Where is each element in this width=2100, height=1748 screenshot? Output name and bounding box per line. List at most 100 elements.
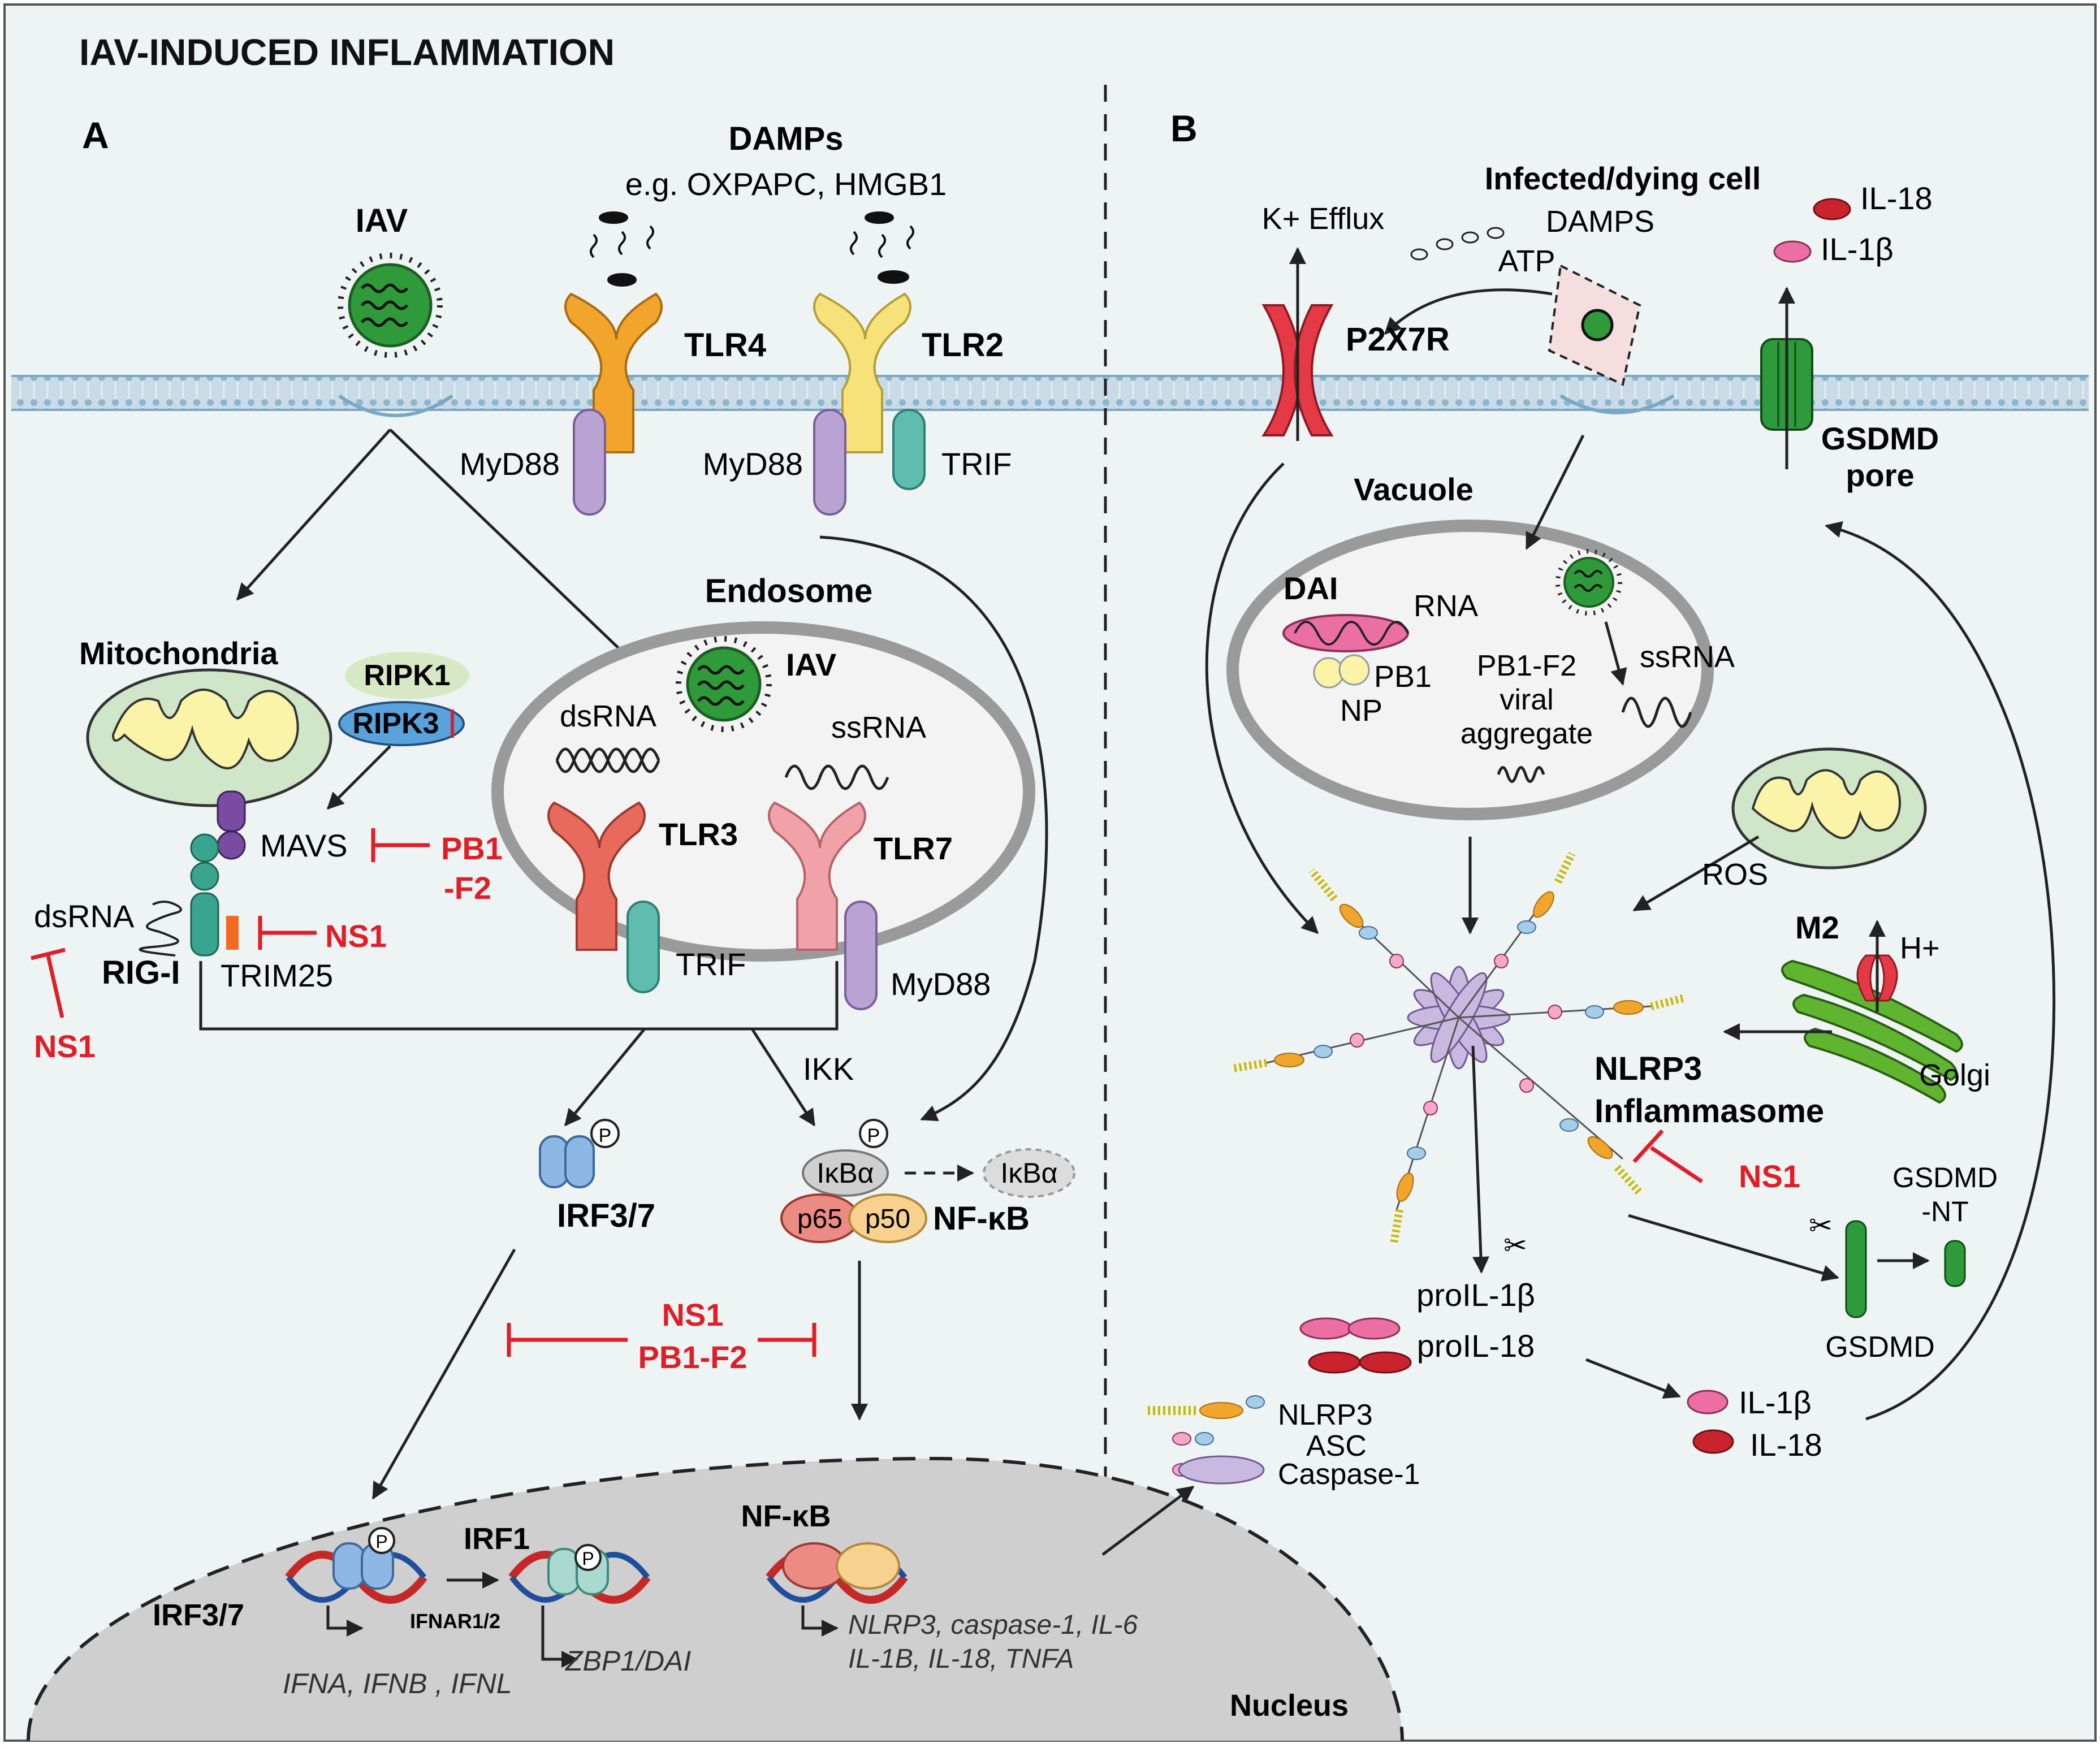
tlr4-label: TLR4	[684, 327, 766, 364]
irf37-dimer	[539, 1119, 620, 1188]
trif-tlr2	[892, 409, 926, 490]
arrow-myd88-to-nfkb	[819, 535, 1048, 1122]
vacuole-label: Vacuole	[1354, 471, 1474, 507]
inhibit-ns1-trim	[258, 916, 317, 950]
rna-label: RNA	[1414, 589, 1478, 623]
mavs-complex	[139, 790, 246, 957]
arrow-cell-to-vacuole	[1525, 434, 1585, 550]
arrow-to-proil	[1471, 1045, 1489, 1274]
ns1-center-label: NS1	[662, 1297, 724, 1332]
k-efflux-label: K+ Efflux	[1262, 202, 1385, 236]
ifnar-label: IFNAR1/2	[410, 1609, 500, 1633]
dai-rna-strand	[1294, 621, 1409, 646]
tlr4-receptor	[564, 292, 663, 453]
arrow-ripk3-to-mavs	[326, 745, 391, 810]
p2x7r-label: P2X7R	[1346, 321, 1450, 358]
ripk3-oval	[338, 701, 465, 746]
ripk1-oval	[345, 652, 469, 699]
irf37-nuc-label: IRF3/7	[153, 1598, 244, 1632]
mitochondrion-icon	[86, 668, 332, 807]
p65-label: p65	[797, 1204, 842, 1234]
dna-irf1	[508, 1544, 651, 1604]
vacuole-virus-icon	[1555, 549, 1622, 616]
arrow-to-gsdmd	[1628, 1214, 1839, 1282]
vacuole-membrane	[1226, 520, 1714, 820]
nuclear-envelope	[27, 1456, 1404, 1741]
irf1-label: IRF1	[464, 1522, 530, 1556]
proil1b-label: proIL-1β	[1416, 1277, 1535, 1313]
m2-channel-icon	[1856, 954, 1898, 1002]
gsdmd-label: GSDMD	[1825, 1331, 1935, 1364]
il1b-top-label: IL-1β	[1821, 231, 1894, 267]
trif-tlr3-label: TRIF	[676, 946, 746, 982]
rig-i-label: RIG-I	[102, 954, 180, 991]
arrow-irf-to-nucleus	[371, 1248, 516, 1500]
pb1f2-l2: viral	[1500, 683, 1553, 716]
inhibit-ns1-rig	[31, 947, 66, 1018]
atp-label: ATP	[1498, 244, 1555, 278]
il1b-label: IL-1β	[1739, 1384, 1812, 1420]
gsdmd-nt-icon	[1944, 1240, 1966, 1287]
irf37-nuc-phospho: P	[375, 1531, 387, 1552]
il1b-top-icon	[1773, 240, 1812, 263]
myd88-tlr4	[573, 409, 606, 516]
panel-b-label: B	[1170, 107, 1198, 149]
signal-connector	[199, 961, 839, 1031]
legend-caspase: Caspase-1	[1278, 1458, 1420, 1491]
genes-nfkb-l2: IL-1B, IL-18, TNFA	[848, 1644, 1074, 1674]
nucleus-label: Nucleus	[1230, 1689, 1349, 1723]
cell-membrane	[11, 375, 2089, 417]
ros-label: ROS	[1702, 858, 1768, 892]
iav-endosome-label: IAV	[786, 647, 836, 682]
tlr7-receptor	[768, 801, 866, 951]
tlr2-receptor	[813, 292, 911, 453]
il18-top-label: IL-18	[1860, 180, 1933, 216]
pb1f2-l1: PB1-F2	[1477, 650, 1576, 682]
ns1-rig-label: NS1	[34, 1028, 96, 1064]
genes-ifn: IFNA, IFNB , IFNL	[283, 1668, 512, 1699]
inhibit-ns1-b	[1632, 1129, 1703, 1183]
figure-title: IAV-INDUCED INFLAMMATION	[79, 31, 615, 73]
pb1f2-mavs-l2: -F2	[444, 870, 491, 906]
golgi-label: Golgi	[1919, 1058, 1990, 1092]
proil18-label: proIL-18	[1417, 1328, 1535, 1364]
arrow-to-nfkb	[750, 1028, 816, 1127]
inflammasome-complex	[1232, 851, 1686, 1245]
dai-protein	[1282, 614, 1409, 652]
ikba-phospho-circle	[859, 1119, 888, 1148]
tlr7-label: TLR7	[874, 830, 953, 866]
ikba-phospho: P	[867, 1125, 880, 1146]
iav-label: IAV	[356, 202, 408, 239]
tlr3-label: TLR3	[659, 816, 738, 852]
damps-title: DAMPs	[728, 120, 843, 157]
ssrna-endosome-label: ssRNA	[831, 711, 926, 745]
arrow-il-to-pore	[1825, 521, 2056, 1421]
panel-a-label: A	[82, 114, 109, 156]
atp-dots	[1410, 227, 1505, 261]
ikk-label: IKK	[803, 1051, 854, 1087]
tlr2-label: TLR2	[922, 327, 1004, 364]
gsdmd-nt-l1: GSDMD	[1892, 1162, 1998, 1193]
legend-asc: ASC	[1306, 1430, 1367, 1463]
endosome-membrane	[491, 621, 1035, 962]
nlrp3-inf-l1: NLRP3	[1595, 1050, 1702, 1087]
ssrna-b-label: ssRNA	[1640, 640, 1735, 674]
trim25-block	[226, 916, 239, 950]
myd88-tlr7	[844, 901, 878, 1010]
ikba-free-label: IκBα	[1000, 1157, 1057, 1189]
genes-nfkb-l1: NLRP3, caspase-1, IL-6	[848, 1610, 1138, 1640]
aggregate-strand	[1497, 766, 1545, 783]
dying-cell-icon	[1548, 263, 1641, 386]
gsdmd-pore-l2: pore	[1846, 457, 1914, 493]
trim25-label: TRIM25	[221, 958, 333, 993]
np-label: NP	[1340, 694, 1382, 728]
ikba-oval	[802, 1149, 889, 1197]
nlrp3-inf-l2: Inflammasome	[1595, 1093, 1824, 1130]
gsdmd-pore-l1: GSDMD	[1821, 421, 1939, 456]
trif-tlr2-label: TRIF	[941, 446, 1012, 482]
inhibit-center	[507, 1323, 816, 1357]
scissors-icon-1: ✂	[1503, 1230, 1527, 1261]
ssrna-b-strand	[1621, 696, 1692, 728]
ripk1-label: RIPK1	[364, 659, 450, 692]
